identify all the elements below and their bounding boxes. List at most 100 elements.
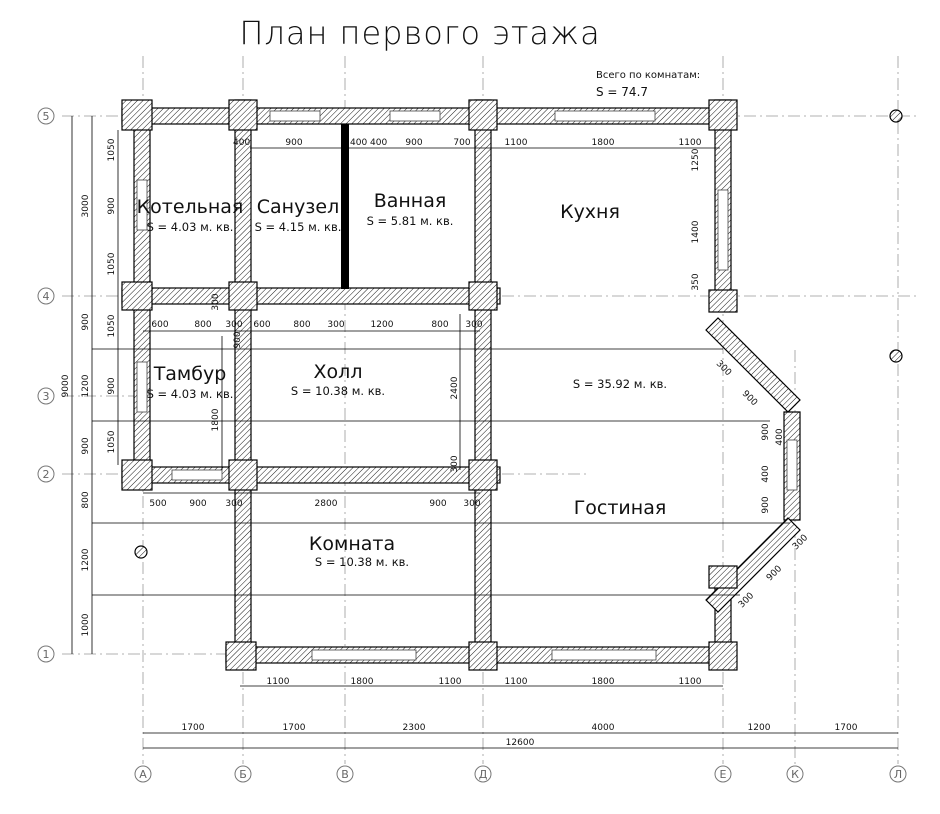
- svg-text:1400: 1400: [691, 220, 701, 243]
- axis-row-3: 3: [43, 390, 50, 403]
- svg-text:2400: 2400: [450, 376, 460, 399]
- svg-text:300: 300: [225, 499, 242, 509]
- room-tambur: Тамбур: [153, 363, 227, 385]
- svg-text:1200: 1200: [748, 723, 771, 733]
- walls: [121, 99, 801, 671]
- svg-text:1100: 1100: [679, 677, 702, 687]
- axis-row-4: 4: [43, 290, 50, 303]
- dims-bottom-wall: 1100 1800 1100 1100 1800 1100: [267, 677, 702, 687]
- svg-text:400: 400: [761, 465, 771, 482]
- svg-text:300: 300: [327, 320, 344, 330]
- room-komnata: Комната: [309, 533, 395, 555]
- room-kotelnaya: Котельная: [137, 196, 244, 218]
- windows: [136, 110, 798, 661]
- svg-text:300: 300: [714, 359, 733, 378]
- axis-col-b: Б: [239, 768, 247, 781]
- svg-text:900: 900: [81, 437, 91, 454]
- area-gostinaya: S = 35.92 м. кв.: [573, 377, 667, 391]
- dims-left-inner: 1050 900 1050 1050 900 1050: [107, 138, 117, 453]
- svg-text:1100: 1100: [679, 138, 702, 148]
- partition-bath: [341, 124, 349, 289]
- svg-text:300: 300: [463, 499, 480, 509]
- axis-col-l: Л: [894, 768, 902, 781]
- svg-text:400: 400: [370, 138, 387, 148]
- svg-text:1700: 1700: [835, 723, 858, 733]
- svg-text:900: 900: [233, 331, 243, 348]
- axis-col-d: Д: [479, 768, 488, 781]
- total-area: S = 74.7: [596, 85, 648, 99]
- axis-col-v: В: [341, 768, 349, 781]
- room-gostinaya: Гостиная: [574, 497, 667, 519]
- area-sanuzel: S = 4.15 м. кв.: [255, 220, 342, 234]
- svg-text:3000: 3000: [81, 194, 91, 217]
- svg-text:400: 400: [350, 138, 367, 148]
- svg-text:1700: 1700: [182, 723, 205, 733]
- svg-text:900: 900: [429, 499, 446, 509]
- svg-text:1200: 1200: [371, 320, 394, 330]
- svg-text:2300: 2300: [403, 723, 426, 733]
- svg-text:500: 500: [149, 499, 166, 509]
- svg-text:300: 300: [737, 591, 756, 610]
- dims-axis-spans: 1700 1700 2300 4000 1200 1700 12600: [182, 723, 858, 748]
- dims-mid-row: 600 800 300 600 800 300 1200 800 300: [151, 320, 482, 330]
- svg-text:350: 350: [691, 273, 701, 290]
- svg-text:800: 800: [81, 491, 91, 508]
- svg-text:900: 900: [765, 564, 784, 583]
- pillar-markers: [134, 109, 903, 559]
- svg-text:1200: 1200: [81, 548, 91, 571]
- svg-text:600: 600: [253, 320, 270, 330]
- dims-left-mid: 3000 900 1200 900 800 1200 1000 9000: [61, 194, 91, 636]
- dims-kitchen-right: 1250 1400 350: [691, 148, 701, 290]
- svg-text:1800: 1800: [592, 677, 615, 687]
- plan-title: План первого этажа: [239, 14, 600, 52]
- svg-text:800: 800: [293, 320, 310, 330]
- svg-text:600: 600: [151, 320, 168, 330]
- svg-text:900: 900: [107, 197, 117, 214]
- interior-lines: [71, 116, 898, 749]
- axis-row-1: 1: [43, 648, 50, 661]
- svg-text:900: 900: [740, 389, 759, 408]
- svg-text:900: 900: [761, 496, 771, 513]
- svg-text:900: 900: [285, 138, 302, 148]
- svg-text:1100: 1100: [267, 677, 290, 687]
- svg-text:700: 700: [453, 138, 470, 148]
- svg-text:1100: 1100: [439, 677, 462, 687]
- area-holl: S = 10.38 м. кв.: [291, 384, 385, 398]
- svg-text:900: 900: [761, 423, 771, 440]
- dims-vertical-misc: 900 300 2400 300 1800: [211, 293, 460, 472]
- svg-text:1800: 1800: [211, 408, 221, 431]
- svg-text:800: 800: [431, 320, 448, 330]
- axis-col-k: К: [791, 768, 799, 781]
- svg-text:900: 900: [81, 313, 91, 330]
- area-kotelnaya: S = 4.03 м. кв.: [147, 220, 234, 234]
- svg-text:1200: 1200: [81, 374, 91, 397]
- svg-text:900: 900: [189, 499, 206, 509]
- dims-lower-row: 500 900 300 2800 900 300: [149, 499, 480, 509]
- svg-text:1000: 1000: [81, 613, 91, 636]
- axis-row-5: 5: [43, 110, 50, 123]
- row-axis-markers: 5 4 3 2 1: [37, 107, 55, 663]
- svg-text:400: 400: [775, 428, 785, 445]
- axis-row-2: 2: [43, 468, 50, 481]
- svg-text:1800: 1800: [351, 677, 374, 687]
- room-vannaya: Ванная: [374, 190, 447, 212]
- svg-text:1250: 1250: [691, 148, 701, 171]
- axis-col-a: А: [139, 768, 147, 781]
- svg-text:300: 300: [225, 320, 242, 330]
- svg-text:300: 300: [450, 455, 460, 472]
- area-tambur: S = 4.03 м. кв.: [147, 387, 234, 401]
- axis-col-e: Е: [720, 768, 727, 781]
- svg-text:2800: 2800: [315, 499, 338, 509]
- column-axis-markers: А Б В Д Е К Л: [134, 765, 907, 783]
- room-sanuzel: Санузел: [257, 196, 340, 218]
- area-vannaya: S = 5.81 м. кв.: [367, 214, 454, 228]
- total-label: Всего по комнатам:: [596, 70, 700, 81]
- svg-text:1100: 1100: [505, 677, 528, 687]
- svg-text:1050: 1050: [107, 430, 117, 453]
- room-holl: Холл: [314, 361, 363, 383]
- room-kuhnya: Кухня: [560, 201, 620, 223]
- svg-text:300: 300: [211, 293, 221, 310]
- svg-text:1100: 1100: [505, 138, 528, 148]
- svg-text:300: 300: [465, 320, 482, 330]
